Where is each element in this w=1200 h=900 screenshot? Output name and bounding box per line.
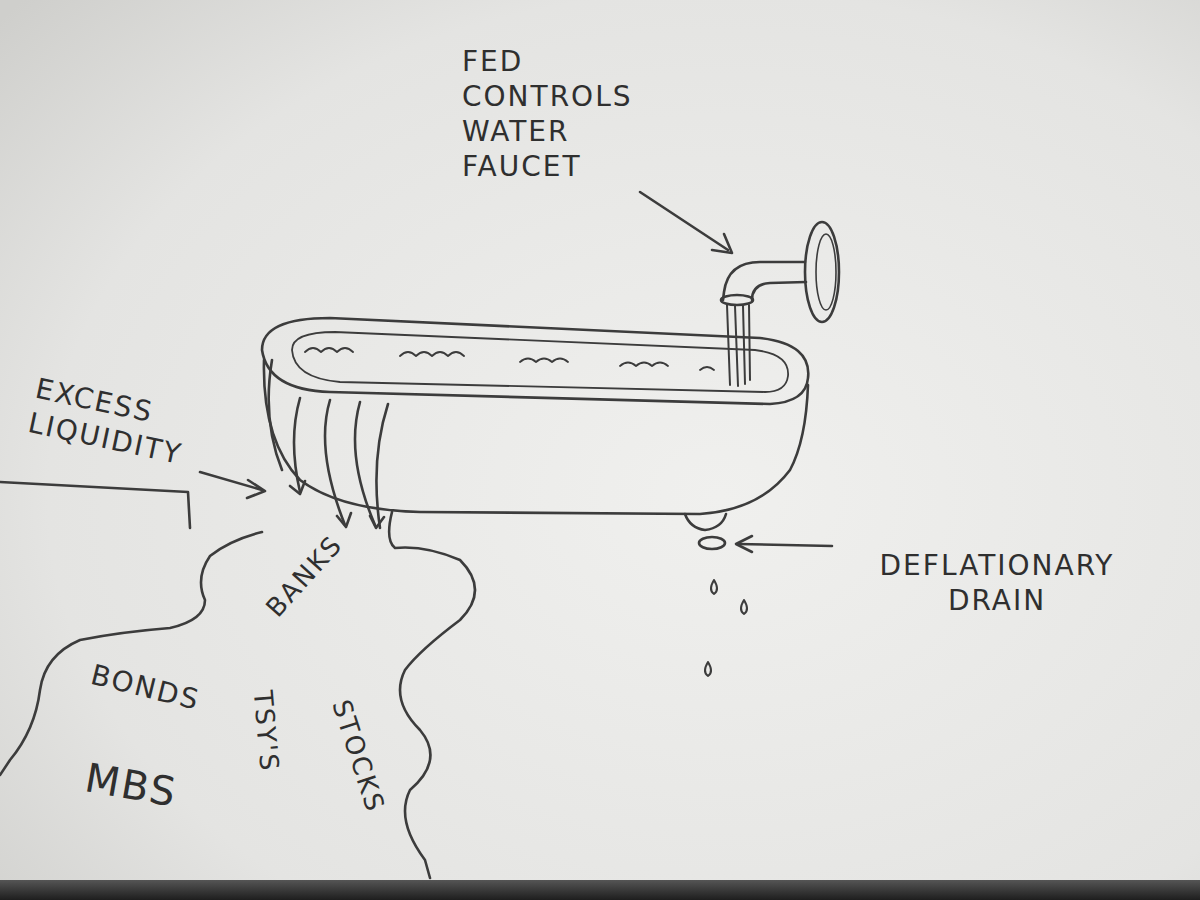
liquidity-label: EXCESS LIQUIDITY (25, 371, 245, 483)
water-waves (305, 348, 714, 370)
leader-arrow (200, 472, 262, 490)
arrow-head (712, 234, 732, 253)
river-outline (0, 532, 262, 775)
river-label: BONDS (87, 657, 203, 718)
faucet-label: FED CONTROLS WATER FAUCET (462, 44, 662, 184)
drain-label: DEFLATIONARY DRAIN (842, 548, 1152, 618)
water-stream (727, 305, 750, 386)
tub-foot (685, 514, 726, 530)
tub-rim (262, 318, 808, 404)
river-label: STOCKS (325, 696, 392, 817)
river-label: MBS (81, 752, 181, 817)
leader-arrow (640, 192, 728, 250)
tub-body (264, 360, 808, 514)
drain (699, 537, 725, 549)
overflow-stream (269, 360, 388, 528)
leader-arrow (738, 544, 832, 546)
river-label: BANKS (259, 529, 349, 624)
water-drops (705, 580, 747, 676)
faucet-plate (805, 222, 839, 322)
river-label: TSY'S (246, 689, 286, 773)
bracket-line (0, 482, 190, 528)
